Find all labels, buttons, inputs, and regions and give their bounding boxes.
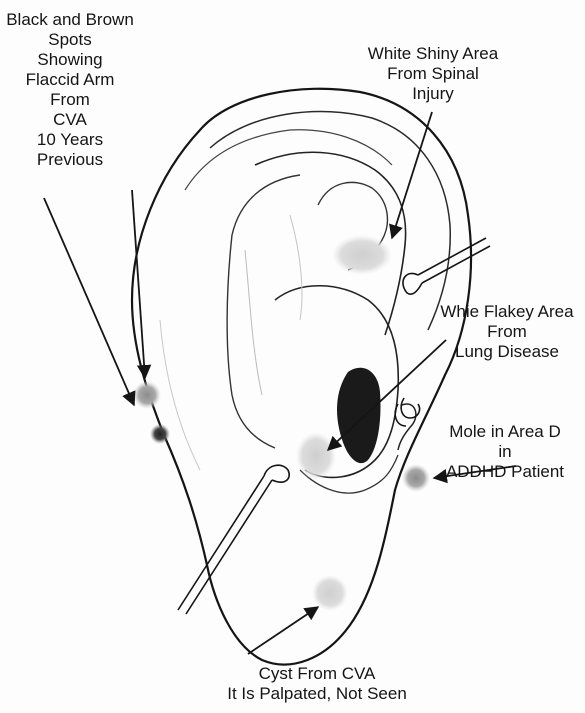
- concha-outline: [275, 286, 398, 478]
- label-line: 10 Years: [2, 130, 138, 150]
- label-cyst: Cyst From CVA It Is Palpated, Not Seen: [210, 664, 424, 704]
- upper-probe: [403, 238, 490, 294]
- white-shiny-area-patch: [332, 235, 392, 275]
- lung-area-dark-patch: [337, 368, 381, 463]
- helix-rim: [210, 111, 450, 330]
- label-black-brown-spots: Black and Brown Spots Showing Flaccid Ar…: [2, 10, 138, 170]
- black-spot-lower: [150, 424, 170, 444]
- label-line: Black and Brown: [2, 10, 138, 30]
- antihelix-body: [227, 175, 300, 448]
- label-line: Spots: [2, 30, 138, 50]
- label-line: Mole in Area D: [430, 422, 580, 442]
- arrow-spots-outer: [44, 198, 134, 405]
- arrow-spots-inner: [132, 190, 145, 378]
- label-white-shiny-area: White Shiny Area From Spinal Injury: [358, 44, 508, 104]
- ear-outer-outline: [132, 89, 471, 665]
- label-line: Injury: [358, 84, 508, 104]
- label-line: ADDHD Patient: [430, 462, 580, 482]
- mole-spot: [402, 464, 430, 492]
- label-line: From Spinal: [358, 64, 508, 84]
- label-line: Whie Flakey Area: [432, 302, 582, 322]
- label-line: Previous: [2, 150, 138, 170]
- brown-spot-upper: [133, 381, 161, 409]
- label-line: It Is Palpated, Not Seen: [210, 684, 424, 704]
- helix-fold: [185, 130, 392, 190]
- label-line: White Shiny Area: [358, 44, 508, 64]
- arrow-cyst: [248, 607, 318, 654]
- cyst-spot: [312, 575, 348, 611]
- label-mole: Mole in Area D in ADDHD Patient: [430, 422, 580, 482]
- label-line: From: [432, 322, 582, 342]
- label-white-flakey-area: Whie Flakey Area From Lung Disease: [432, 302, 582, 362]
- lower-probe: [178, 465, 289, 614]
- label-line: in: [430, 442, 580, 462]
- label-line: Cyst From CVA: [210, 664, 424, 684]
- label-line: Lung Disease: [432, 342, 582, 362]
- label-line: CVA: [2, 110, 138, 130]
- white-flakey-area-patch: [296, 432, 336, 480]
- label-line: From: [2, 90, 138, 110]
- label-line: Showing: [2, 50, 138, 70]
- label-line: Flaccid Arm: [2, 70, 138, 90]
